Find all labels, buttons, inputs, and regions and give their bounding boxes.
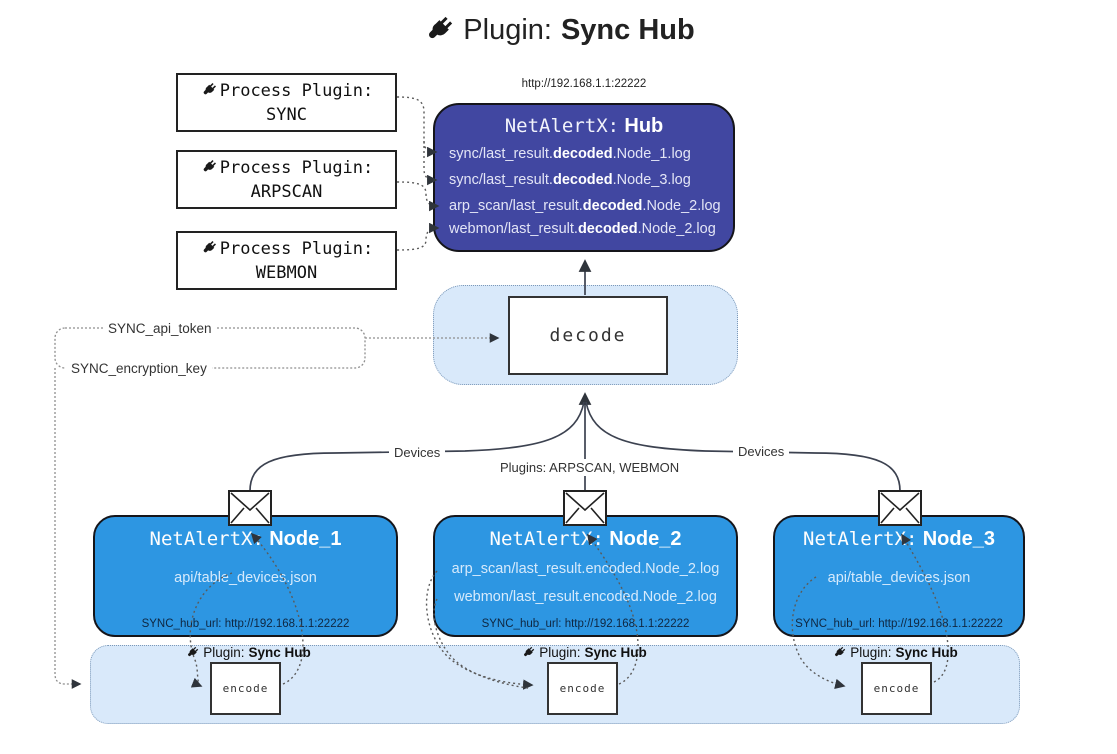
encoder-caption-node3: Plugin: Sync Hub: [805, 645, 985, 660]
hub-box: NetAlertX: Hub sync/last_result.decoded.…: [433, 103, 735, 252]
connector-webmon-to-hub: [396, 222, 440, 251]
hub-title-prefix: NetAlertX:: [504, 115, 620, 137]
plug-icon: [203, 240, 216, 253]
node-title-prefix: NetAlertX:: [803, 528, 918, 550]
node-hub-url: SYNC_hub_url: http://192.168.1.1:22222: [141, 618, 350, 630]
hub-log-line: sync/last_result.decoded.Node_3.log: [449, 172, 691, 188]
process-plugin-box-webmon: Process Plugin: WEBMON: [176, 231, 397, 290]
process-plugin-label: Process Plugin:: [219, 157, 374, 178]
plug-icon: [835, 646, 846, 656]
title-prefix: Plugin:: [463, 14, 552, 46]
hub-log-line: sync/last_result.decoded.Node_1.log: [449, 146, 691, 162]
node-title-prefix: NetAlertX:: [489, 528, 604, 550]
process-plugin-box-arpscan: Process Plugin: ARPSCAN: [176, 150, 397, 209]
node-box-node3: NetAlertX: Node_3 api/table_devices.json…: [773, 515, 1025, 637]
plug-icon: [429, 16, 453, 38]
node-box-node1: NetAlertX: Node_1 api/table_devices.json…: [93, 515, 398, 637]
encode-box-node3: encode: [861, 662, 932, 715]
encoder-caption-name: Sync Hub: [584, 645, 647, 660]
node-file: arp_scan/last_result.encoded.Node_2.log: [451, 561, 720, 577]
node-file: webmon/last_result.encoded.Node_2.log: [454, 589, 717, 605]
node-file: api/table_devices.json: [827, 570, 971, 586]
edge-label-devices-left: Devices: [389, 444, 446, 461]
connector-secrets-to-encoders: [54, 368, 82, 689]
process-plugin-label: Process Plugin:: [219, 238, 374, 259]
process-plugin-name: SYNC: [266, 104, 307, 125]
process-plugin-box-sync: Process Plugin: SYNC: [176, 73, 397, 132]
node-title-name: Node_2: [609, 528, 682, 550]
encoder-caption-name: Sync Hub: [248, 645, 311, 660]
node-hub-url: SYNC_hub_url: http://192.168.1.1:22222: [795, 618, 1003, 630]
hub-log-line: arp_scan/last_result.decoded.Node_2.log: [449, 198, 721, 214]
plug-icon: [203, 82, 216, 95]
hub-title-name: Hub: [624, 115, 664, 137]
connector-arpscan-to-hub: [396, 181, 440, 212]
edge-label-plugins: Plugins: ARPSCAN, WEBMON: [495, 459, 679, 476]
node-title-prefix: NetAlertX:: [149, 528, 264, 550]
hub-log-line: webmon/last_result.decoded.Node_2.log: [449, 221, 716, 237]
encoder-caption-prefix: Plugin:: [203, 645, 245, 660]
encoder-caption-prefix: Plugin:: [539, 645, 581, 660]
encoder-caption-node1: Plugin: Sync Hub: [158, 645, 338, 660]
plug-icon: [203, 159, 216, 172]
node-title-name: Node_1: [269, 528, 342, 550]
node-title-name: Node_3: [922, 528, 995, 550]
plug-icon: [188, 646, 199, 656]
page-title: Plugin: Sync Hub: [0, 14, 1117, 47]
connector-sync-to-hub: [396, 96, 438, 186]
process-plugin-name: WEBMON: [255, 262, 318, 283]
encoder-caption-node2: Plugin: Sync Hub: [494, 645, 674, 660]
decode-box: decode: [508, 296, 668, 375]
node-box-node2: NetAlertX: Node_2 arp_scan/last_result.e…: [433, 515, 738, 637]
encode-box-node2: encode: [547, 662, 618, 715]
process-plugin-name: ARPSCAN: [250, 181, 323, 202]
encoder-caption-prefix: Plugin:: [850, 645, 892, 660]
hub-url-label: http://192.168.1.1:22222: [521, 78, 647, 90]
secret-label-api-token: SYNC_api_token: [103, 320, 217, 337]
title-name: Sync Hub: [560, 14, 695, 46]
secret-label-encryption-key: SYNC_encryption_key: [66, 360, 212, 377]
process-plugin-label: Process Plugin:: [219, 80, 374, 101]
encode-box-node1: encode: [210, 662, 281, 715]
plug-icon: [524, 646, 535, 656]
node-hub-url: SYNC_hub_url: http://192.168.1.1:22222: [481, 618, 690, 630]
node-file: api/table_devices.json: [174, 570, 317, 586]
encoder-caption-name: Sync Hub: [895, 645, 958, 660]
edge-label-devices-right: Devices: [733, 443, 790, 460]
